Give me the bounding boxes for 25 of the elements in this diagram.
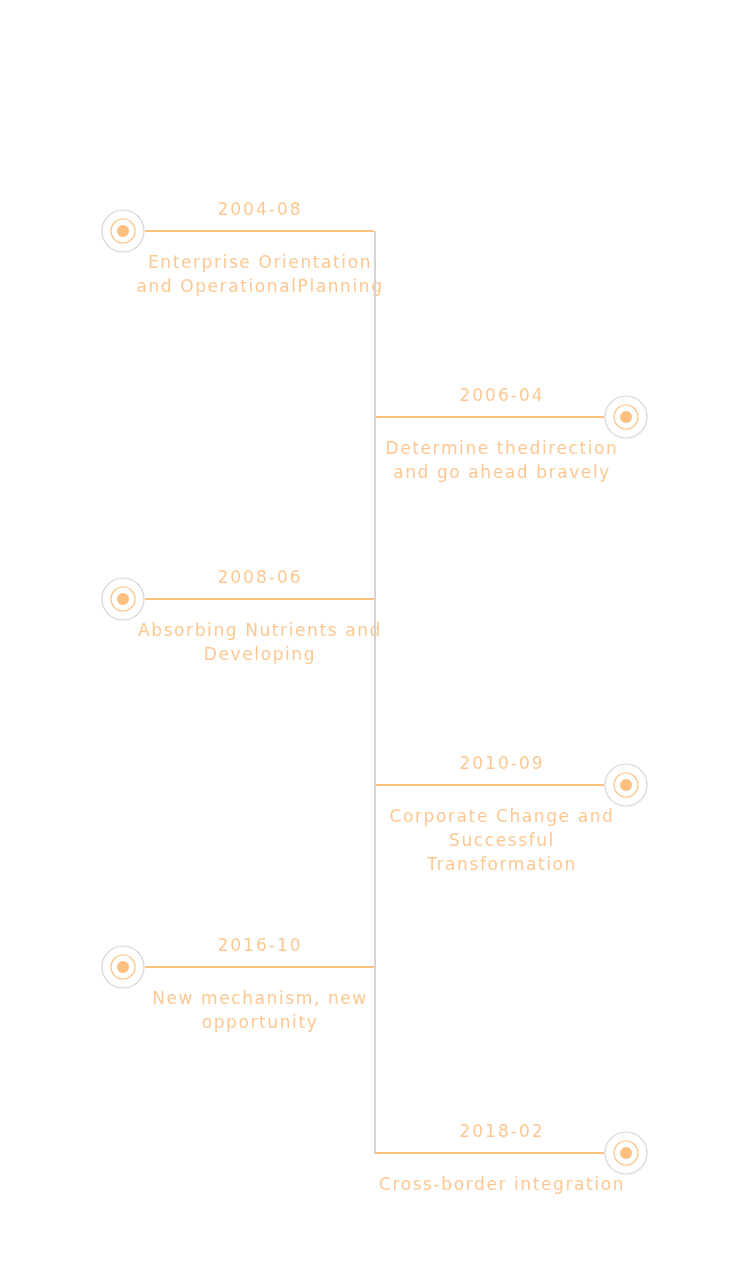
connector-line (375, 784, 605, 786)
milestone-description: Cross-border integration (377, 1173, 626, 1196)
connector-line (375, 416, 605, 418)
milestone-description: New mechanism, new opportunity (151, 987, 369, 1034)
milestone-description: Absorbing Nutrients and Developing (137, 619, 383, 666)
date-label: 2010-09 (458, 752, 546, 774)
date-label: 2008-06 (216, 566, 304, 588)
timeline-marker (101, 209, 145, 253)
connector-line (144, 230, 375, 232)
date-label: 2016-10 (216, 934, 304, 956)
milestone-description: Determine thedirection and go ahead bravely (384, 437, 620, 484)
date-label: 2004-08 (216, 198, 304, 220)
timeline-marker (101, 945, 145, 989)
timeline-marker (604, 395, 648, 439)
milestone-description: Enterprise Orientation and OperationalPlanning (135, 251, 385, 298)
timeline-spine (374, 231, 376, 1154)
timeline-marker (604, 763, 648, 807)
connector-line (144, 966, 375, 968)
milestone-description: Corporate Change and Successful Transformation (388, 805, 616, 876)
date-label: 2006-04 (458, 384, 546, 406)
timeline-marker (101, 577, 145, 621)
date-label: 2018-02 (458, 1120, 546, 1142)
timeline-marker (604, 1131, 648, 1175)
connector-line (144, 598, 375, 600)
connector-line (375, 1152, 605, 1154)
